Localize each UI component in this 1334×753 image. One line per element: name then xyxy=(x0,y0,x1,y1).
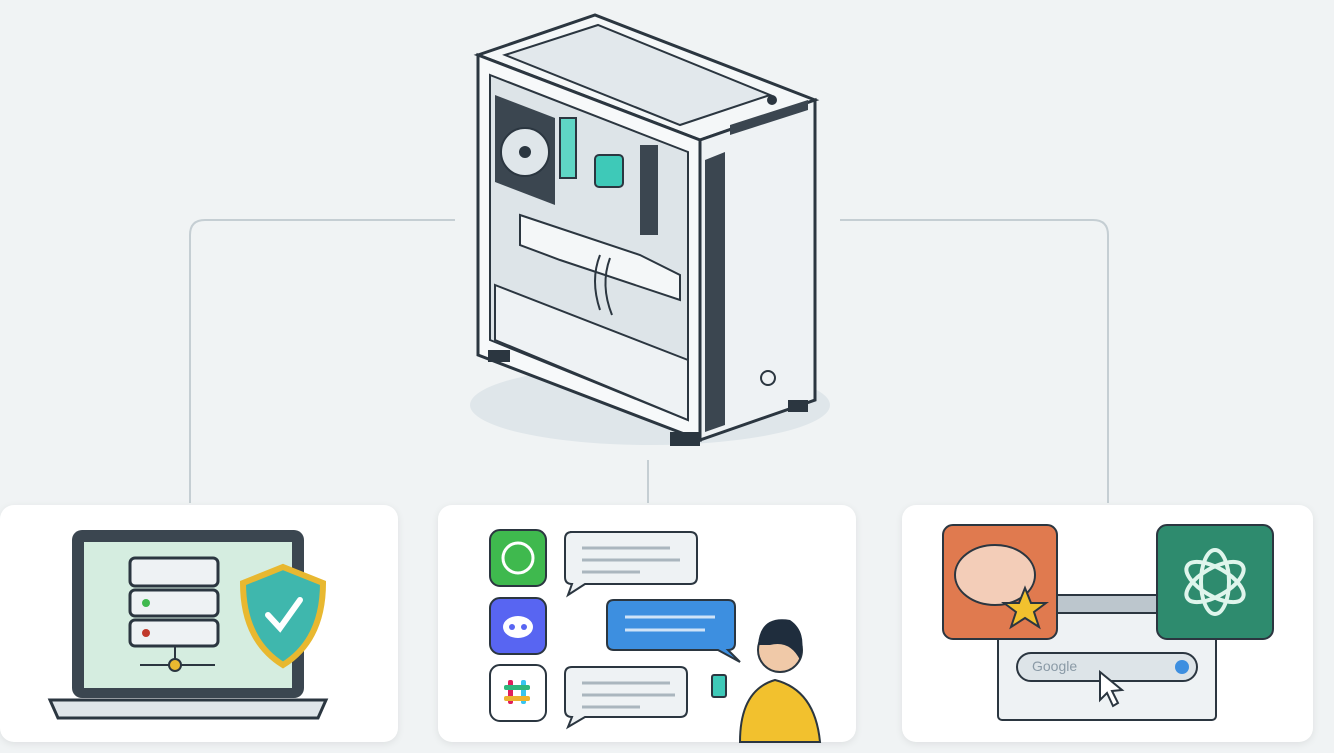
person-with-phone-icon xyxy=(711,619,822,743)
brain-star-icon xyxy=(942,524,1058,640)
whatsapp-icon xyxy=(489,529,547,587)
chat-bubble-icon xyxy=(564,531,741,730)
openai-icon xyxy=(1156,524,1274,640)
server-icon xyxy=(128,556,220,672)
shield-check-icon xyxy=(239,563,327,669)
search-input: Google xyxy=(1032,658,1078,674)
cursor-icon xyxy=(1099,669,1125,708)
slack-icon xyxy=(489,664,547,722)
